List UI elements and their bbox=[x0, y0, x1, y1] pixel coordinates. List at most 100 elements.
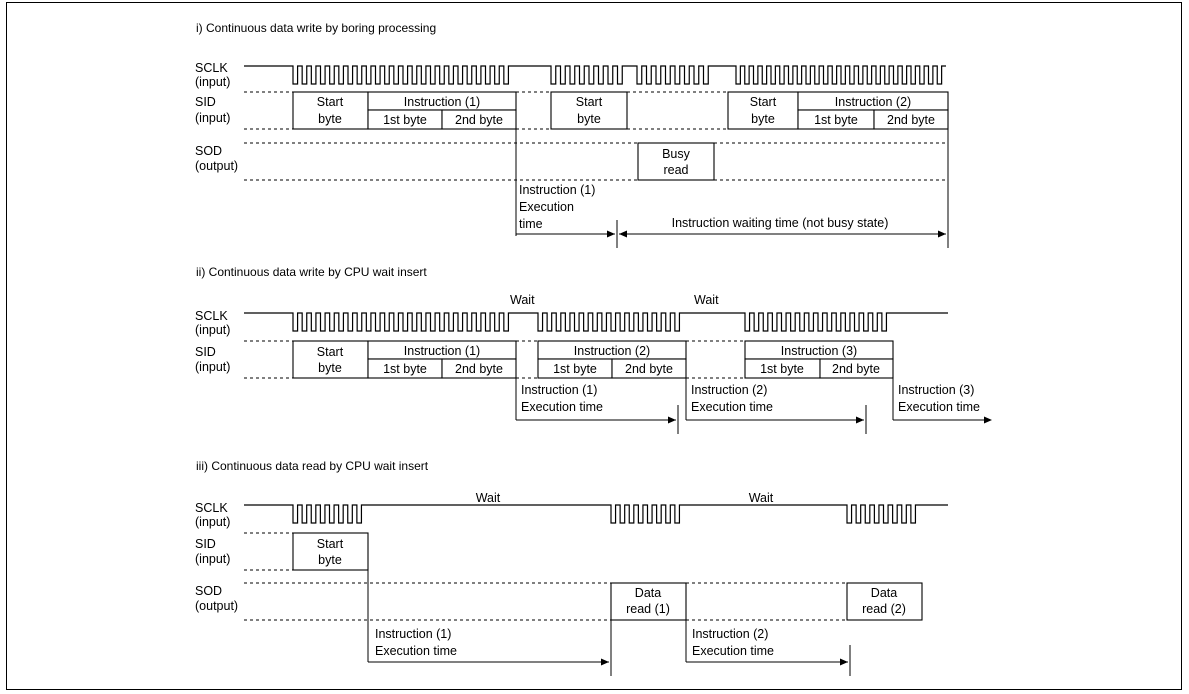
section-ii-start-byte-box bbox=[292, 340, 369, 379]
section-iii-signal-label-4: SOD bbox=[195, 584, 222, 598]
section-i-start-byte-label-3-line: byte bbox=[751, 112, 775, 126]
section-i-start-byte-label-2-line: byte bbox=[577, 112, 601, 126]
section-ii-signal-label-3: (input) bbox=[195, 360, 230, 374]
section-iii-data-read2-label-line: Data bbox=[871, 586, 897, 600]
section-i-start-byte-label-2: Start byte bbox=[576, 95, 603, 126]
section-iii-exec1-label-1: Instruction (1) bbox=[375, 627, 451, 641]
section-i-exec1-label-2: Execution bbox=[519, 200, 574, 214]
section-i-sclk-waveform bbox=[244, 65, 946, 85]
section-ii-instr3-1st-byte: 1st byte bbox=[760, 362, 804, 376]
section-ii-instruction2-label: Instruction (2) bbox=[574, 344, 650, 358]
section-i-instr1-2nd-byte-box bbox=[441, 109, 517, 130]
diagram-frame bbox=[6, 2, 1182, 690]
section-ii-title: ii) Continuous data write by CPU wait in… bbox=[196, 265, 427, 279]
section-i-start-byte-box-3 bbox=[727, 91, 799, 130]
section-ii-instr1-2nd-byte: 2nd byte bbox=[455, 362, 503, 376]
section-i-start-byte-label-1-line: Start bbox=[317, 95, 344, 109]
section-iii-start-byte-label: Start byte bbox=[317, 537, 344, 567]
section-iii-signal-label-0: SCLK bbox=[195, 501, 228, 515]
section-i-busy-read-box bbox=[637, 142, 715, 181]
section-i-signal-label-1: (input) bbox=[195, 75, 230, 89]
arrowhead bbox=[668, 416, 676, 424]
section-i-signal-label-4: SOD bbox=[195, 144, 222, 158]
section-i-signal-label-5: (output) bbox=[195, 159, 238, 173]
section-i-instr1-1st-byte: 1st byte bbox=[383, 113, 427, 127]
section-iii-wait-label-2: Wait bbox=[749, 491, 774, 505]
section-i-instr1-2nd-byte: 2nd byte bbox=[455, 113, 503, 127]
section-iii-wait-label-1: Wait bbox=[476, 491, 501, 505]
section-i-exec1-label-1: Instruction (1) bbox=[519, 183, 595, 197]
section-iii-data-read1-label: Data read (1) bbox=[626, 586, 670, 616]
section-iii-data-read2-box bbox=[846, 582, 923, 621]
arrowhead bbox=[984, 416, 992, 424]
section-i-exec1-arrowhead bbox=[607, 230, 615, 238]
section-i-waiting-label: Instruction waiting time (not busy state… bbox=[672, 216, 889, 230]
section-i-instr2-2nd-byte: 2nd byte bbox=[887, 113, 935, 127]
section-ii-instr1-1st-byte: 1st byte bbox=[383, 362, 427, 376]
section-i-start-byte-label-2-line: Start bbox=[576, 95, 603, 109]
section-iii-start-byte-label-line: byte bbox=[318, 553, 342, 567]
section-i-signal-label-2: SID bbox=[195, 95, 216, 109]
section-iii-data-read1-label-line: read (1) bbox=[626, 602, 670, 616]
section-ii-sclk-waveform bbox=[244, 312, 948, 332]
section-iii-title: iii) Continuous data read by CPU wait in… bbox=[196, 459, 429, 473]
section-iii-data-read2-label-line: read (2) bbox=[862, 602, 906, 616]
section-iii-exec2-label-1: Instruction (2) bbox=[692, 627, 768, 641]
section-ii-signal-label-1: (input) bbox=[195, 323, 230, 337]
section-iii-start-byte-label-line: Start bbox=[317, 537, 344, 551]
section-ii-exec1-label-1: Instruction (1) bbox=[521, 383, 597, 397]
section-iii-start-byte-box bbox=[292, 532, 369, 571]
section-i-exec1-label-3: time bbox=[519, 217, 543, 231]
section-ii-wait-label-2: Wait bbox=[694, 293, 719, 307]
section-i-signal-label-3: (input) bbox=[195, 111, 230, 125]
section-i-start-byte-label-3-line: Start bbox=[750, 95, 777, 109]
section-iii-signal-label-1: (input) bbox=[195, 515, 230, 529]
section-ii-exec1-label-2: Execution time bbox=[521, 400, 603, 414]
section-iii-signal-label-5: (output) bbox=[195, 599, 238, 613]
section-iii-signal-label-2: SID bbox=[195, 537, 216, 551]
section-ii-instr3-2nd-byte: 2nd byte bbox=[832, 362, 880, 376]
section-ii-exec2-label-2: Execution time bbox=[691, 400, 773, 414]
section-ii-instr2-1st-byte: 1st byte bbox=[553, 362, 597, 376]
section-iii-signal-label-3: (input) bbox=[195, 552, 230, 566]
section-iii-exec1-label-2: Execution time bbox=[375, 644, 457, 658]
section-ii-start-byte-label-line: Start bbox=[317, 345, 344, 359]
section-iii-exec2-label-2: Execution time bbox=[692, 644, 774, 658]
section-ii-signal-label-0: SCLK bbox=[195, 309, 228, 323]
section-i-start-byte-label-1-line: byte bbox=[318, 112, 342, 126]
section-i-start-byte-label-3: Start byte bbox=[750, 95, 777, 126]
section-ii-instr2-2nd-byte-box bbox=[611, 358, 687, 379]
section-iii-data-read1-box bbox=[610, 582, 687, 621]
section-ii-instruction1-label: Instruction (1) bbox=[404, 344, 480, 358]
section-ii-instr2-2nd-byte: 2nd byte bbox=[625, 362, 673, 376]
section-ii-exec2-label-1: Instruction (2) bbox=[691, 383, 767, 397]
section-iii-sclk-waveform bbox=[244, 504, 948, 524]
section-i-signal-label-0: SCLK bbox=[195, 61, 228, 75]
section-iii-data-read2-label: Data read (2) bbox=[862, 586, 906, 616]
section-i-waiting-arrowhead-left bbox=[619, 230, 627, 238]
arrowhead bbox=[601, 658, 609, 666]
arrowhead bbox=[856, 416, 864, 424]
section-i-instr2-1st-byte: 1st byte bbox=[814, 113, 858, 127]
section-i-instr2-2nd-byte-box bbox=[873, 109, 949, 130]
section-iii-data-read1-label-line: Data bbox=[635, 586, 661, 600]
section-i-start-byte-label-1: Start byte bbox=[317, 95, 344, 126]
section-i-start-byte-box-2 bbox=[550, 91, 628, 130]
arrowhead bbox=[840, 658, 848, 666]
section-ii-instruction3-label: Instruction (3) bbox=[781, 344, 857, 358]
section-ii-signal-label-2: SID bbox=[195, 345, 216, 359]
section-ii-start-byte-label: Start byte bbox=[317, 345, 344, 375]
section-i-busy-read-label: Busy read bbox=[662, 147, 691, 177]
section-i-busy-read-label-line: Busy bbox=[662, 147, 691, 161]
section-i-waiting-arrowhead-right bbox=[938, 230, 946, 238]
section-i-title: i) Continuous data write by boring proce… bbox=[196, 21, 436, 35]
section-ii-start-byte-label-line: byte bbox=[318, 361, 342, 375]
section-ii-wait-label-1: Wait bbox=[510, 293, 535, 307]
section-ii-exec3-label-1: Instruction (3) bbox=[898, 383, 974, 397]
section-i-busy-read-label-line: read bbox=[663, 163, 688, 177]
section-ii-instr1-2nd-byte-box bbox=[441, 358, 517, 379]
section-i-instruction1-label: Instruction (1) bbox=[404, 95, 480, 109]
section-i-instruction2-label: Instruction (2) bbox=[835, 95, 911, 109]
section-ii-instr3-2nd-byte-box bbox=[819, 358, 894, 379]
